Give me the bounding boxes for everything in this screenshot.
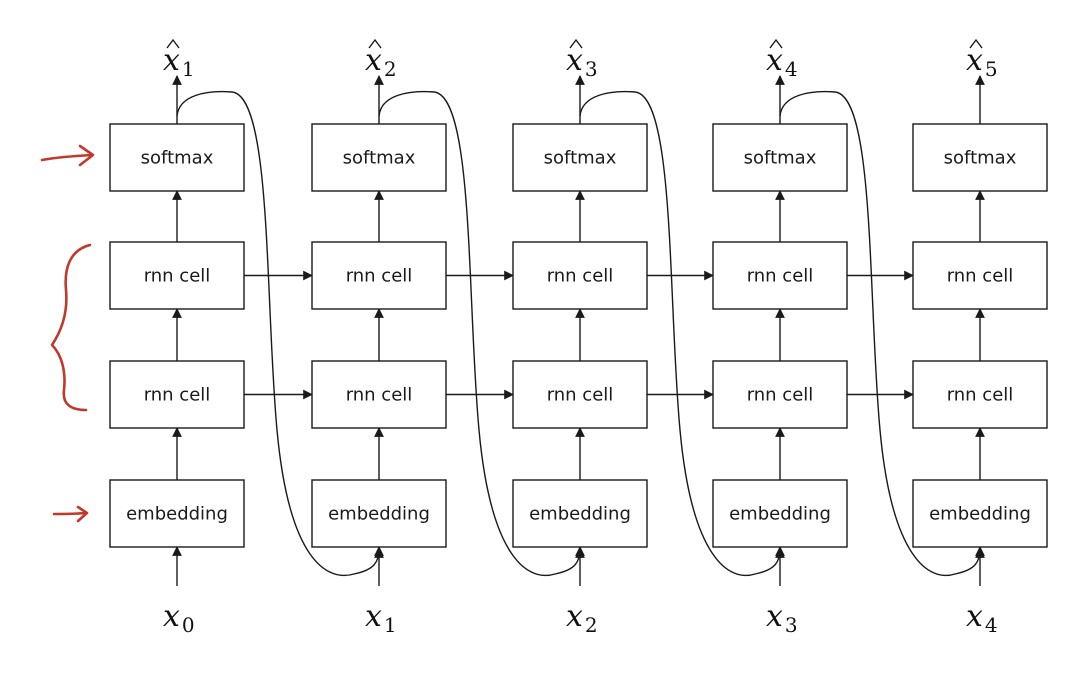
softmax-box-3: softmax (712, 123, 848, 192)
hat-accent (769, 38, 783, 49)
output-var: x (163, 43, 180, 78)
rnn-cell-layer2-box-label: rnn cell (144, 266, 211, 287)
embedding-box-label: embedding (929, 504, 1031, 525)
softmax-box-label: softmax (141, 148, 214, 169)
rnn-cell-layer1-box-2: rnn cell (512, 360, 648, 429)
softmax-box-label: softmax (744, 148, 817, 169)
input-subscript: 1 (384, 613, 397, 637)
feedback-curve-0 (176, 90, 384, 577)
boxes: softmax rnn cell rnn cell embedding softmax r… (109, 123, 1048, 548)
embedding-box-label: embedding (529, 504, 631, 525)
svg-text:x5: x5 (966, 43, 998, 81)
softmax-box-2: softmax (512, 123, 648, 192)
rnn-cell-layer1-box-3: rnn cell (712, 360, 848, 429)
hat-accent (969, 38, 983, 49)
output-subscript: 4 (785, 57, 798, 81)
input-subscript: 3 (785, 613, 798, 637)
svg-text:x1: x1 (365, 599, 397, 637)
embedding-box-label: embedding (729, 504, 831, 525)
rnn-cell-layer2-box-label: rnn cell (346, 266, 413, 287)
input-var: x (365, 599, 382, 634)
embedding-box-2: embedding (512, 479, 648, 548)
rnn-cell-layer2-box-0: rnn cell (109, 241, 245, 310)
hat-accent (368, 38, 382, 49)
rnn-cell-layer1-box-4: rnn cell (912, 360, 1048, 429)
softmax-box-4: softmax (912, 123, 1048, 192)
embedding-box-label: embedding (328, 504, 430, 525)
output-var: x (766, 43, 783, 78)
svg-text:x0: x0 (163, 599, 195, 637)
input-var: x (163, 599, 180, 634)
input-var: x (966, 599, 983, 634)
hat-accent (569, 38, 583, 49)
rnn-cell-layer1-box-0: rnn cell (109, 360, 245, 429)
handwritten-annotations (40, 144, 95, 523)
output-var: x (966, 43, 983, 78)
rnn-cell-layer1-box-label: rnn cell (747, 385, 814, 406)
feedback-curves (176, 90, 985, 577)
feedback-curve-2 (579, 90, 785, 577)
arrow-annotation-softmax (40, 144, 95, 167)
svg-text:x3: x3 (766, 599, 798, 637)
feedback-curve-3 (779, 90, 985, 577)
rnn-cell-layer2-box-label: rnn cell (747, 266, 814, 287)
output-subscript: 1 (182, 57, 195, 81)
svg-text:x3: x3 (566, 43, 598, 81)
embedding-box-1: embedding (311, 479, 447, 548)
rnn-cell-layer1-box-label: rnn cell (947, 385, 1014, 406)
rnn-cell-layer2-box-label: rnn cell (547, 266, 614, 287)
feedback-curve-1 (378, 90, 585, 577)
hat-accent (166, 38, 180, 49)
rnn-cell-layer1-box-1: rnn cell (311, 360, 447, 429)
brace-annotation-rnn-layers (50, 243, 92, 412)
softmax-box-1: softmax (311, 123, 447, 192)
input-subscript: 4 (985, 613, 998, 637)
input-var: x (766, 599, 783, 634)
embedding-box-3: embedding (712, 479, 848, 548)
output-var: x (566, 43, 583, 78)
rnn-cell-layer2-box-2: rnn cell (512, 241, 648, 310)
softmax-box-0: softmax (109, 123, 245, 192)
svg-text:x1: x1 (163, 43, 195, 81)
rnn-cell-layer1-box-label: rnn cell (144, 385, 211, 406)
svg-text:x4: x4 (966, 599, 998, 637)
softmax-box-label: softmax (944, 148, 1017, 169)
input-subscript: 2 (585, 613, 598, 637)
rnn-cell-layer2-box-label: rnn cell (947, 266, 1014, 287)
output-var: x (365, 43, 382, 78)
softmax-box-label: softmax (544, 148, 617, 169)
input-subscript: 0 (182, 613, 195, 637)
softmax-box-label: softmax (343, 148, 416, 169)
svg-text:x2: x2 (365, 43, 397, 81)
svg-text:x4: x4 (766, 43, 798, 81)
connectors (172, 75, 985, 586)
input-var: x (566, 599, 583, 634)
embedding-box-4: embedding (912, 479, 1048, 548)
svg-text:x2: x2 (566, 599, 598, 637)
output-subscript: 5 (985, 57, 998, 81)
rnn-cell-layer2-box-4: rnn cell (912, 241, 1048, 310)
rnn-cell-layer2-box-1: rnn cell (311, 241, 447, 310)
embedding-box-label: embedding (126, 504, 228, 525)
arrow-annotation-embedding (52, 505, 89, 523)
output-subscript: 2 (384, 57, 397, 81)
rnn-cell-layer1-box-label: rnn cell (547, 385, 614, 406)
embedding-box-0: embedding (109, 479, 245, 548)
output-subscript: 3 (585, 57, 598, 81)
rnn-cell-layer1-box-label: rnn cell (346, 385, 413, 406)
rnn-cell-layer2-box-3: rnn cell (712, 241, 848, 310)
